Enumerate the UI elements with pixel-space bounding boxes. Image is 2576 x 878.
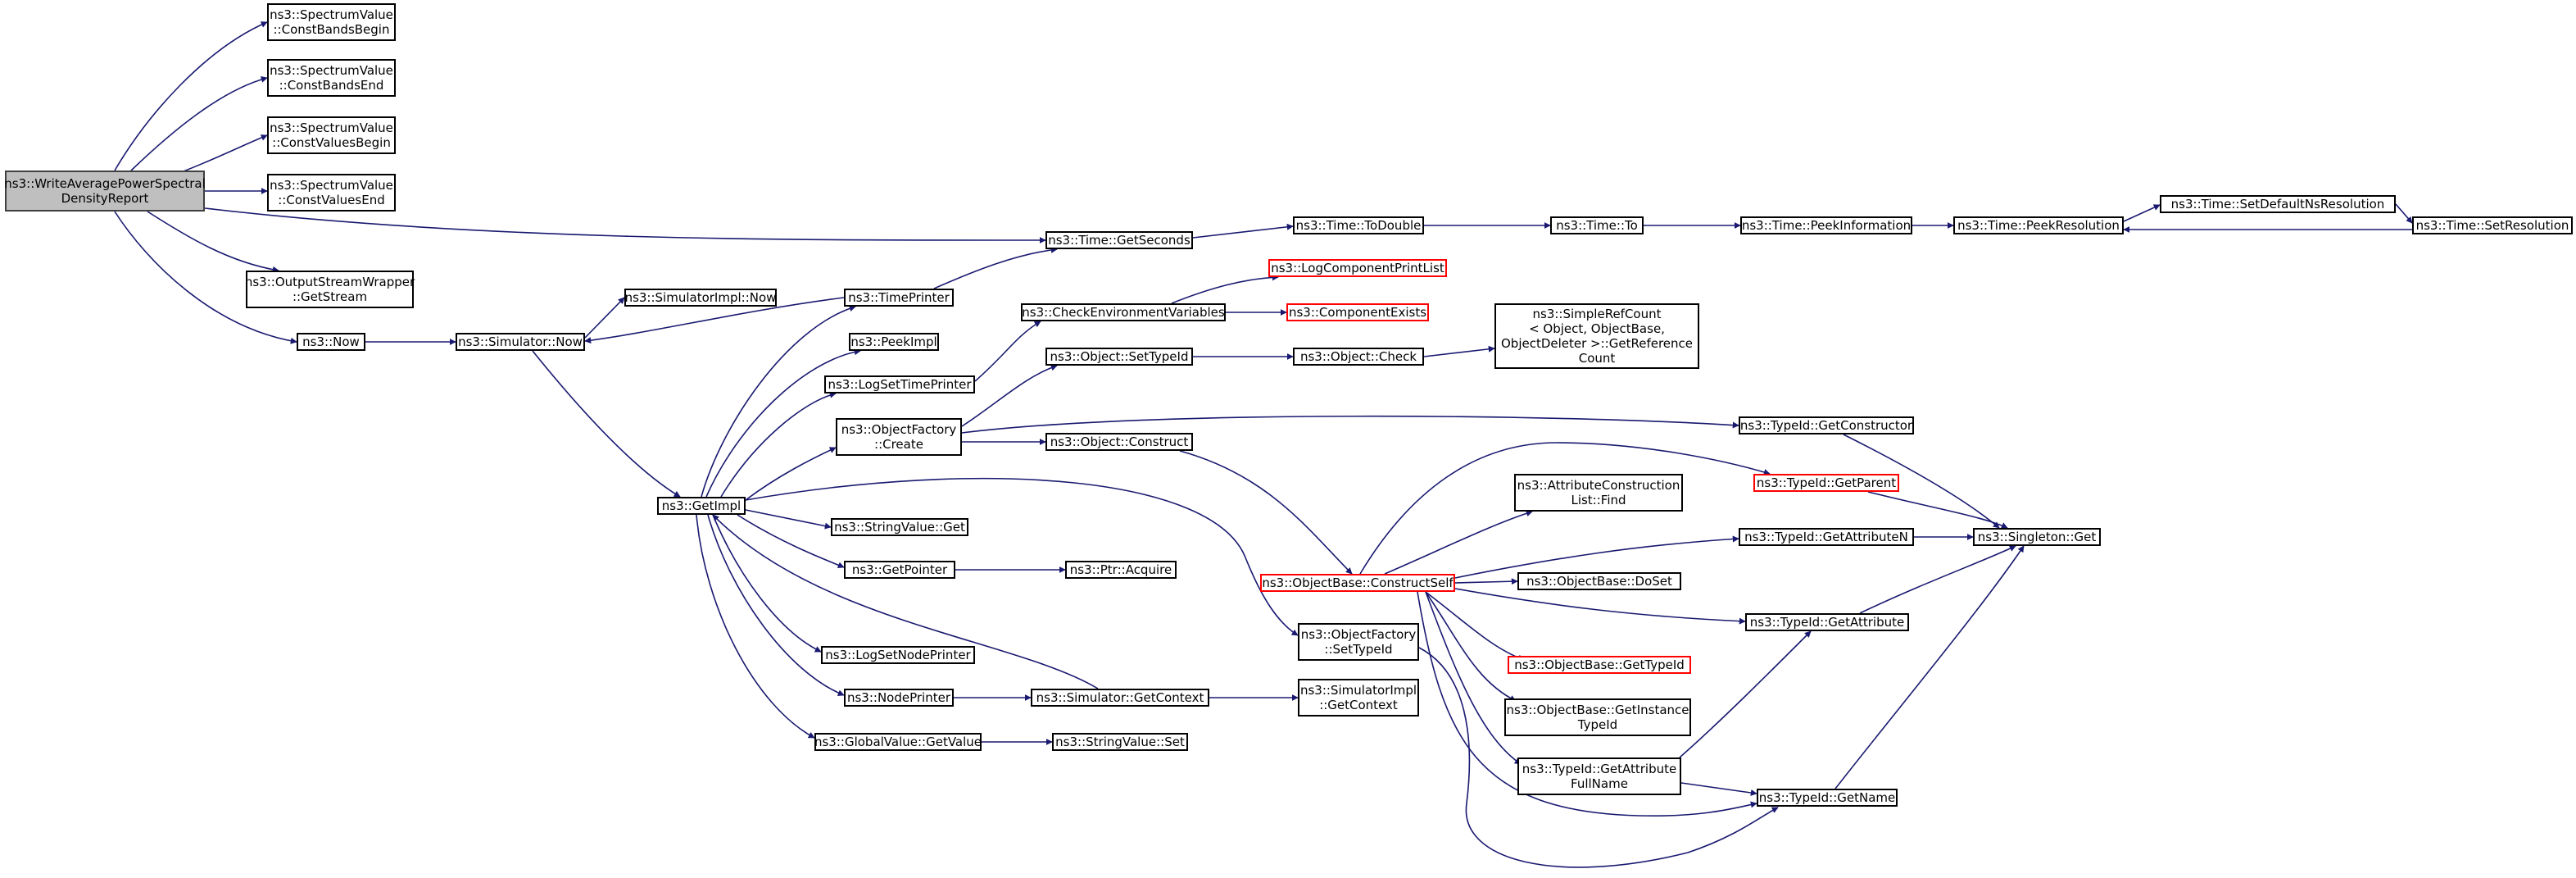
- node-root: ns3::WriteAveragePowerSpectral DensityRe…: [4, 171, 206, 212]
- edge-constructself-to-typeidgetname: [1417, 591, 1757, 817]
- node-cvb[interactable]: ns3::SpectrumValue ::ConstValuesBegin: [267, 116, 396, 154]
- edge-root-to-getseconds: [204, 207, 1046, 244]
- edge-getimpl-to-stringget: [745, 509, 832, 530]
- edge-objfactcreate-to-objsettypeid: [961, 364, 1058, 427]
- edge-getseconds-to-todouble: [1192, 223, 1294, 239]
- edge-typeidgetattrfull-to-typeidgetattr: [1679, 630, 1812, 758]
- edge-constructself-to-typeidgetattrn: [1454, 535, 1739, 579]
- node-typeidgetparent[interactable]: ns3::TypeId::GetParent: [1753, 474, 1899, 492]
- node-getimpl[interactable]: ns3::GetImpl: [657, 497, 746, 515]
- node-timeprinter[interactable]: ns3::TimePrinter: [844, 289, 954, 307]
- node-timeto[interactable]: ns3::Time::To: [1550, 216, 1644, 234]
- node-compexists[interactable]: ns3::ComponentExists: [1286, 303, 1429, 321]
- node-objfactcreate[interactable]: ns3::ObjectFactory ::Create: [836, 418, 962, 456]
- node-getseconds[interactable]: ns3::Time::GetSeconds: [1045, 231, 1193, 249]
- edge-root-to-now: [114, 211, 297, 344]
- edge-setdefns-to-setres: [2395, 203, 2413, 224]
- node-objsettypeid[interactable]: ns3::Object::SetTypeId: [1045, 348, 1193, 366]
- node-cbe[interactable]: ns3::SpectrumValue ::ConstBandsEnd: [267, 59, 396, 97]
- edge-logsettime-to-checkenv: [974, 321, 1041, 382]
- node-setres[interactable]: ns3::Time::SetResolution: [2412, 216, 2573, 234]
- edge-constructself-to-typeidgetparent: [1359, 442, 1771, 575]
- node-simplerefcount[interactable]: ns3::SimpleRefCount < Object, ObjectBase…: [1494, 303, 1699, 369]
- node-typeidgetattrn[interactable]: ns3::TypeId::GetAttributeN: [1739, 528, 1914, 546]
- edge-constructself-to-typeidgetattr: [1454, 588, 1746, 625]
- node-globalget[interactable]: ns3::GlobalValue::GetValue: [814, 733, 982, 751]
- node-constructself[interactable]: ns3::ObjectBase::ConstructSelf: [1260, 574, 1455, 592]
- node-peekinfo[interactable]: ns3::Time::PeekInformation: [1740, 216, 1912, 234]
- node-objbasegettypeid[interactable]: ns3::ObjectBase::GetTypeId: [1508, 656, 1691, 674]
- edge-checkenv-to-logcomp: [1171, 274, 1279, 304]
- edge-objconstruct-to-constructself: [1179, 450, 1353, 575]
- node-typeidgetattr[interactable]: ns3::TypeId::GetAttribute: [1745, 613, 1909, 631]
- edge-objfactcreate-to-typeidgetctor: [961, 415, 1739, 434]
- node-simnow[interactable]: ns3::Simulator::Now: [456, 333, 585, 351]
- node-typeidgetattrfull[interactable]: ns3::TypeId::GetAttribute FullName: [1517, 757, 1681, 795]
- edge-getimpl-to-logsetnode: [712, 514, 822, 653]
- edge-simnow-to-getimpl: [532, 350, 681, 498]
- edge-getimpl-to-objfactsettypeid: [745, 477, 1299, 636]
- node-setdefns[interactable]: ns3::Time::SetDefaultNsResolution: [2160, 195, 2396, 213]
- node-todouble[interactable]: ns3::Time::ToDouble: [1293, 216, 1424, 234]
- node-getpointer[interactable]: ns3::GetPointer: [844, 561, 955, 579]
- edge-timeprinter-to-getseconds: [933, 246, 1058, 289]
- edge-root-to-cbb: [114, 21, 268, 171]
- edge-constructself-to-typeidgetattrfull: [1425, 591, 1522, 765]
- node-ptracquire[interactable]: ns3::Ptr::Acquire: [1065, 561, 1177, 579]
- edge-root-to-osw: [147, 211, 279, 273]
- edge-constructself-to-objbasedoset: [1454, 578, 1518, 585]
- edge-simgetctx-to-getimpl: [712, 514, 1099, 689]
- node-osw[interactable]: ns3::OutputStreamWrapper ::GetStream: [245, 271, 415, 308]
- edge-getimpl-to-timeprinter: [701, 305, 856, 498]
- edge-typeidgetctor-to-singletonget: [1843, 434, 2000, 529]
- edge-constructself-to-attrconstfind: [1384, 510, 1533, 575]
- node-logsetnode[interactable]: ns3::LogSetNodePrinter: [821, 646, 975, 664]
- node-typeidgetctor[interactable]: ns3::TypeId::GetConstructor: [1739, 416, 1914, 434]
- node-peekres[interactable]: ns3::Time::PeekResolution: [1953, 216, 2124, 234]
- edge-getimpl-to-globalget: [696, 514, 815, 739]
- edge-timeprinter-to-simnow: [584, 297, 845, 344]
- node-checkenv[interactable]: ns3::CheckEnvironmentVariables: [1021, 303, 1226, 321]
- edge-typeidgetparent-to-singletonget: [1867, 491, 2008, 529]
- edge-typeidgetname-to-singletonget: [1834, 545, 2025, 789]
- node-simimplgetctx[interactable]: ns3::SimulatorImpl ::GetContext: [1298, 679, 1419, 717]
- node-logcomp[interactable]: ns3::LogComponentPrintList: [1268, 259, 1447, 277]
- node-objconstruct[interactable]: ns3::Object::Construct: [1045, 433, 1193, 451]
- node-stringset[interactable]: ns3::StringValue::Set: [1052, 733, 1188, 751]
- node-stringget[interactable]: ns3::StringValue::Get: [831, 518, 968, 536]
- edge-getimpl-to-logsettime: [720, 391, 837, 498]
- node-simgetctx[interactable]: ns3::Simulator::GetContext: [1031, 689, 1209, 707]
- node-nodeprinter[interactable]: ns3::NodePrinter: [844, 689, 954, 707]
- node-simimplnow[interactable]: ns3::SimulatorImpl::Now: [624, 289, 777, 307]
- node-cbb[interactable]: ns3::SpectrumValue ::ConstBandsBegin: [267, 3, 396, 41]
- edge-constructself-to-objbasegetinst: [1425, 591, 1517, 702]
- node-objbasedoset[interactable]: ns3::ObjectBase::DoSet: [1517, 572, 1681, 590]
- node-singletonget[interactable]: ns3::Singleton::Get: [1973, 528, 2101, 546]
- node-now[interactable]: ns3::Now: [297, 333, 365, 351]
- node-cve[interactable]: ns3::SpectrumValue ::ConstValuesEnd: [267, 174, 396, 212]
- node-attrconstfind[interactable]: ns3::AttributeConstruction List::Find: [1514, 474, 1683, 512]
- node-typeidgetname[interactable]: ns3::TypeId::GetName: [1757, 789, 1898, 807]
- node-objbasegetinst[interactable]: ns3::ObjectBase::GetInstance TypeId: [1504, 698, 1691, 736]
- edge-root-to-cbe: [130, 76, 268, 171]
- edge-getimpl-to-getpointer: [737, 514, 845, 569]
- edge-objcheck-to-simplerefcount: [1423, 345, 1495, 357]
- edge-peekres-to-setdefns: [2123, 204, 2161, 222]
- edge-getimpl-to-peekimpl: [705, 348, 861, 498]
- edge-typeidgetattrfull-to-typeidgetname: [1680, 782, 1757, 796]
- edge-getimpl-to-nodeprinter: [707, 514, 845, 697]
- edge-typeidgetattr-to-singletonget: [1859, 545, 2016, 614]
- node-objfactsettypeid[interactable]: ns3::ObjectFactory ::SetTypeId: [1298, 623, 1419, 661]
- node-objcheck[interactable]: ns3::Object::Check: [1293, 348, 1424, 366]
- edge-objfactsettypeid-to-typeidgetname: [1418, 647, 1779, 868]
- node-logsettime[interactable]: ns3::LogSetTimePrinter: [824, 375, 975, 394]
- node-peekimpl[interactable]: ns3::PeekImpl: [849, 333, 939, 351]
- edge-getimpl-to-objfactcreate: [745, 447, 837, 501]
- edge-simnow-to-simimplnow: [584, 297, 625, 339]
- edge-constructself-to-objbasegettypeid: [1425, 591, 1525, 662]
